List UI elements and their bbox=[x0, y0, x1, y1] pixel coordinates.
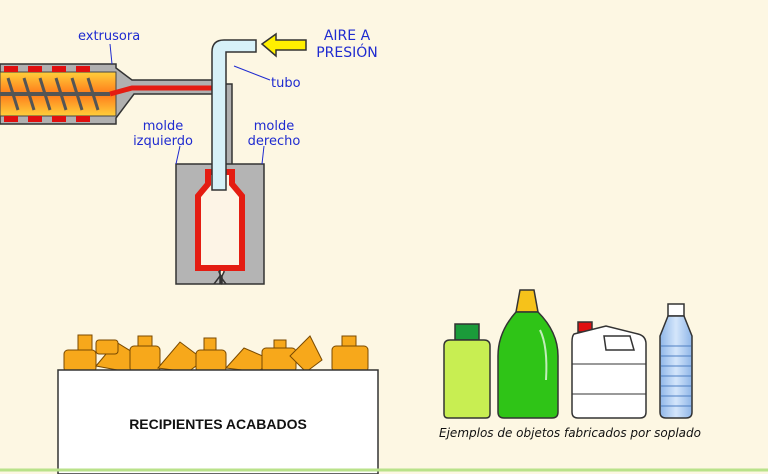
tube-label: tubo bbox=[271, 76, 301, 91]
air-tube bbox=[211, 39, 257, 191]
right-mold-label-line-2: derecho bbox=[247, 134, 301, 149]
air-label: AIRE A PRESIÓN bbox=[306, 28, 388, 62]
jerrycan-icon bbox=[571, 321, 647, 419]
air-label-line-1: AIRE A bbox=[323, 28, 371, 44]
extruder-label: extrusora bbox=[78, 29, 141, 44]
screw-extruder-icon bbox=[0, 77, 110, 111]
orange-containers bbox=[63, 334, 369, 373]
leader-lines bbox=[109, 43, 271, 165]
heater-bands bbox=[4, 66, 90, 122]
left-mold-label: molde izquierdo bbox=[126, 119, 200, 149]
right-mold-label: molde derecho bbox=[240, 119, 308, 149]
mold bbox=[175, 163, 265, 285]
left-mold-label-line-2: izquierdo bbox=[133, 134, 193, 149]
finished-containers-label: RECIPIENTES ACABADOS bbox=[129, 416, 307, 432]
extruder bbox=[0, 63, 233, 171]
air-label-line-2: PRESIÓN bbox=[316, 45, 378, 61]
examples-caption: Ejemplos de objetos fabricados por sopla… bbox=[439, 426, 701, 440]
example-bottles bbox=[443, 289, 693, 419]
finished-containers-bin bbox=[57, 334, 379, 474]
mold-cavity bbox=[195, 169, 245, 271]
left-mold-label-line-1: molde bbox=[142, 119, 184, 134]
green-bottle-icon bbox=[443, 323, 491, 419]
water-bottle-icon bbox=[659, 303, 693, 419]
right-mold-label-line-1: molde bbox=[253, 119, 295, 134]
detergent-bottle-icon bbox=[497, 289, 559, 419]
arrow-left-icon bbox=[260, 32, 307, 58]
